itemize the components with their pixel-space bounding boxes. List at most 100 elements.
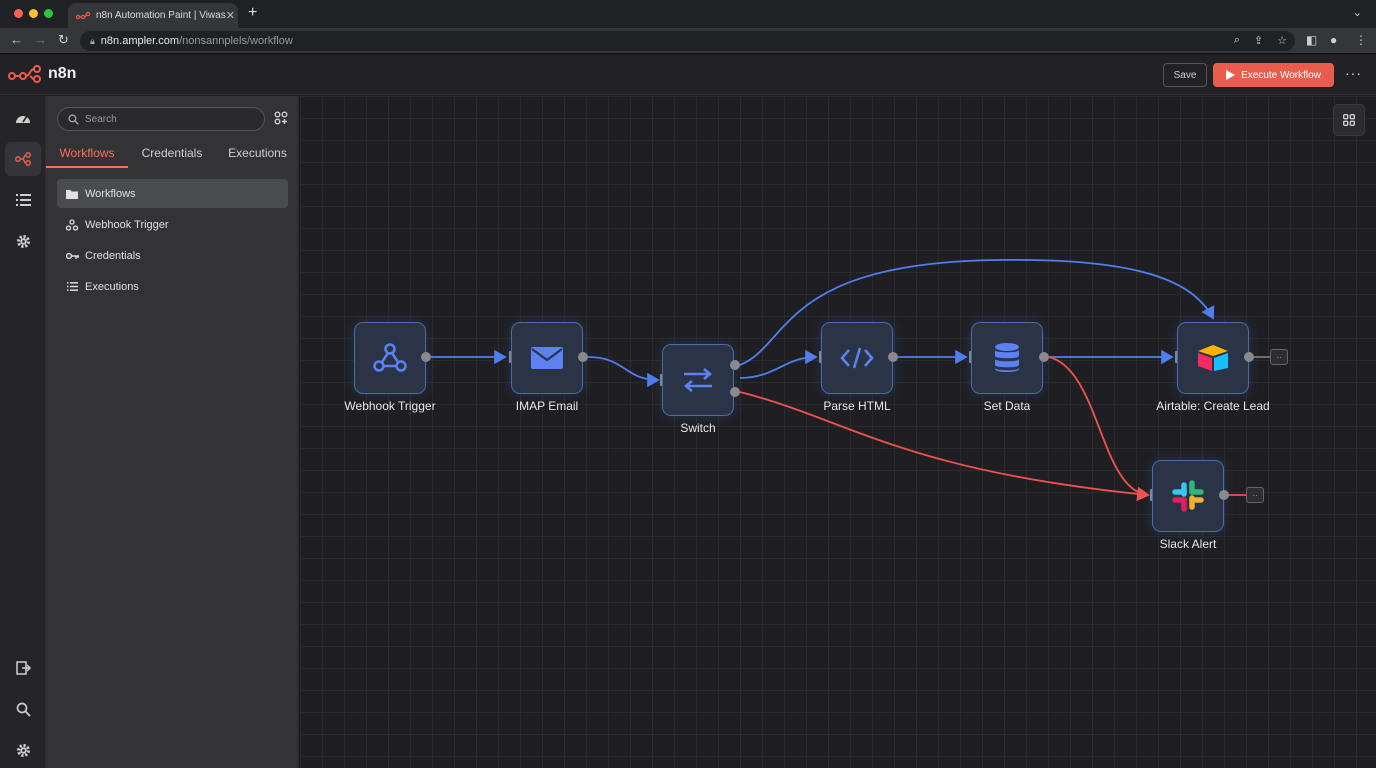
rail-list-item[interactable]: [5, 183, 41, 217]
node-airtable-create-lead[interactable]: [1177, 322, 1249, 394]
node-parse-html[interactable]: [821, 322, 893, 394]
sidebar-item-webhook-trigger[interactable]: Webhook Trigger: [57, 210, 288, 239]
node-label: Slack Alert: [1159, 537, 1217, 551]
browser-tab-strip: n8n Automation Paint | Viwas ✕ + ⌄: [0, 0, 1376, 28]
code-icon: [840, 347, 874, 369]
email-icon: [531, 347, 563, 369]
close-tab-icon[interactable]: ✕: [225, 10, 235, 22]
workflow-canvas[interactable]: [300, 96, 1376, 768]
bookmark-star-icon[interactable]: ☆: [1277, 35, 1287, 47]
browser-menu-icon[interactable]: ⋮: [1355, 33, 1367, 47]
node-slack-alert[interactable]: [1152, 460, 1224, 532]
app-name: n8n: [48, 65, 77, 82]
node-label: Webhook Trigger: [344, 399, 436, 413]
node-label: IMAP Email: [515, 399, 579, 413]
output-port[interactable]: [1219, 490, 1229, 500]
node-label: Switch: [680, 421, 716, 435]
node-filter-icon[interactable]: [274, 111, 288, 125]
output-port[interactable]: [421, 352, 431, 362]
node-set-data[interactable]: [971, 322, 1043, 394]
play-icon: [1226, 70, 1236, 80]
address-bar[interactable]: 🔒︎ n8n.ampler.com/nonsannplels/workflow …: [80, 31, 1295, 51]
webhook-icon: [373, 343, 407, 372]
sidebar-item-label: Workflows: [85, 187, 136, 200]
sidebar-item-workflows[interactable]: Workflows: [57, 179, 288, 208]
logout-icon: [15, 661, 31, 675]
output-port[interactable]: [1244, 352, 1254, 362]
rail-workflows-item[interactable]: [5, 142, 41, 176]
output-port[interactable]: [888, 352, 898, 362]
list-icon: [66, 282, 78, 291]
chevron-down-icon[interactable]: ⌄: [1352, 7, 1362, 19]
lock-icon: 🔒︎: [90, 35, 95, 46]
node-switch[interactable]: [662, 344, 734, 416]
rail-settings-item[interactable]: [5, 224, 41, 258]
rail-search-item[interactable]: [5, 692, 41, 726]
more-options-icon[interactable]: ···: [1345, 65, 1362, 81]
dashboard-icon: [16, 115, 30, 123]
sidebar-tabs: Workflows Credentials Executions: [46, 140, 299, 168]
close-window-button[interactable]: [14, 9, 23, 18]
gear-icon: [16, 234, 30, 248]
database-icon: [995, 343, 1019, 372]
new-tab-button[interactable]: +: [248, 4, 258, 21]
search-icon: [16, 702, 31, 717]
output-port[interactable]: [1039, 352, 1049, 362]
minimize-window-button[interactable]: [29, 9, 38, 18]
profile-icon[interactable]: ●: [1330, 33, 1338, 47]
key-icon: [65, 252, 79, 259]
sidebar-item-credentials[interactable]: Credentials: [57, 241, 288, 270]
node-imap-email[interactable]: [511, 322, 583, 394]
node-label: Set Data: [983, 399, 1031, 413]
browser-toolbar: ← → ↻ 🔒︎ n8n.ampler.com/nonsannplels/wor…: [0, 28, 1376, 54]
add-node-stub[interactable]: ··: [1246, 487, 1264, 503]
n8n-logo[interactable]: n8n: [8, 65, 76, 83]
search-input[interactable]: [85, 113, 255, 125]
side-panel: Workflows Credentials Executions Workflo…: [46, 96, 299, 768]
sidebar-item-label: Executions: [85, 280, 139, 293]
output-port[interactable]: [730, 387, 740, 397]
n8n-logo-icon: [8, 65, 41, 83]
sidebar-item-executions[interactable]: Executions: [57, 272, 288, 301]
output-port[interactable]: [730, 360, 740, 370]
airtable-icon: [1198, 345, 1228, 371]
url-path: /nonsannplels/workflow: [179, 35, 293, 47]
execute-workflow-button[interactable]: Execute Workflow: [1213, 63, 1334, 87]
switch-icon: [683, 368, 713, 392]
sidebar-item-label: Credentials: [85, 249, 141, 262]
add-node-stub[interactable]: ··: [1270, 349, 1288, 365]
output-port[interactable]: [578, 352, 588, 362]
left-rail: [0, 96, 46, 768]
gear-icon: [16, 743, 30, 757]
rail-logout-item[interactable]: [5, 651, 41, 685]
url-host: n8n.ampler.com: [100, 35, 180, 47]
share-icon[interactable]: ⇪: [1253, 35, 1264, 47]
reload-icon[interactable]: ↻: [58, 32, 69, 47]
app-header: n8n Save Execute Workflow ···: [0, 55, 1376, 95]
forward-arrow-icon[interactable]: →: [34, 32, 47, 47]
rail-dashboard-item[interactable]: [5, 101, 41, 135]
maximize-window-button[interactable]: [44, 9, 53, 18]
sidebar-item-label: Webhook Trigger: [85, 218, 169, 231]
zoom-to-fit-button[interactable]: [1333, 104, 1365, 136]
zoom-icon[interactable]: ⌕: [1233, 34, 1240, 46]
slack-icon: [1172, 480, 1204, 512]
sidebar-toggle-icon[interactable]: ◧: [1306, 33, 1318, 47]
save-button[interactable]: Save: [1163, 63, 1207, 87]
webhook-icon: [65, 218, 79, 231]
tab-workflows[interactable]: Workflows: [46, 140, 128, 168]
node-webhook-trigger[interactable]: [354, 322, 426, 394]
back-arrow-icon[interactable]: ←: [10, 32, 23, 47]
workflow-icon: [15, 152, 31, 166]
tab-credentials[interactable]: Credentials: [141, 146, 203, 160]
search-box[interactable]: [57, 107, 265, 131]
browser-tab[interactable]: n8n Automation Paint | Viwas ✕: [68, 3, 238, 28]
search-icon: [68, 113, 79, 125]
tab-executions[interactable]: Executions: [228, 146, 287, 160]
folder-icon: [66, 189, 78, 199]
fit-view-icon: [1342, 113, 1356, 127]
rail-settings-bottom-item[interactable]: [5, 733, 41, 767]
execute-workflow-label: Execute Workflow: [1241, 69, 1321, 81]
list-icon: [15, 194, 31, 206]
node-label: Parse HTML: [823, 399, 891, 413]
